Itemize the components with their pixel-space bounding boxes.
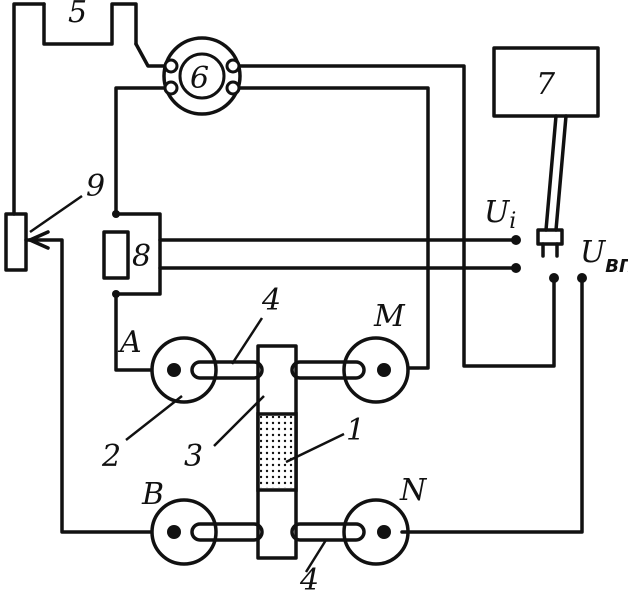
label-ui: Ui [484, 195, 516, 234]
label-B: B [141, 477, 164, 512]
label-lamp: 6 [190, 61, 209, 96]
wire-lamp-to-resistor [114, 86, 166, 216]
wire-resistor-to-A [114, 292, 162, 372]
wire-N-to-uvp [400, 278, 584, 534]
electrode-M [342, 336, 410, 404]
electrode-A [150, 336, 218, 404]
meter-cable-2 [554, 114, 568, 232]
uvp-terminal-right[interactable] [577, 273, 587, 283]
label-clamp-bottom: 4 [299, 563, 319, 592]
meter-7 [492, 46, 600, 118]
leader-2 [125, 395, 183, 441]
electrode-A-center [167, 363, 181, 377]
wire-lamp-to-uvp [238, 64, 556, 368]
electrode-M-center [377, 363, 391, 377]
ui-terminal-bottom[interactable] [511, 263, 521, 273]
label-N: N [399, 473, 428, 508]
label-meter: 7 [536, 67, 556, 102]
meter-cable-1 [544, 114, 558, 232]
label-A: A [117, 325, 142, 360]
ui-terminal-top[interactable] [511, 235, 521, 245]
label-uvp: UВП [580, 235, 628, 277]
leader-4-top [230, 317, 264, 365]
label-M: M [373, 299, 406, 334]
electrode-B-center [167, 525, 181, 539]
meter-plug [536, 228, 564, 246]
node-top [112, 210, 120, 218]
leader-1 [285, 432, 345, 464]
lamp-6 [162, 36, 242, 116]
wire-lamp-to-M [238, 86, 430, 370]
wire-left-outer [12, 2, 46, 216]
clamp-M [290, 360, 366, 380]
wire-rheostat-to-B [24, 238, 158, 534]
leader-9 [29, 194, 83, 234]
sample-texture [260, 416, 294, 488]
wire-top-to-lamp [134, 42, 166, 68]
uvp-terminal-left[interactable] [549, 273, 559, 283]
rheostat-9 [4, 212, 28, 272]
clamp-A [190, 360, 264, 380]
plug-pins [541, 242, 559, 258]
leader-3 [213, 395, 265, 447]
electrode-N-center [377, 525, 391, 539]
resistor-8 [102, 230, 130, 280]
electrode-B [150, 498, 218, 566]
leader-4-bottom [304, 539, 328, 573]
label-sample: 1 [346, 413, 365, 448]
resistor-loop [114, 212, 162, 296]
label-rheostat: 9 [86, 169, 105, 204]
top-box-5 [42, 2, 138, 46]
label-top-box: 5 [68, 0, 87, 30]
label-holder: 3 [184, 439, 203, 474]
label-clamp-top: 4 [261, 283, 281, 318]
label-resistor: 8 [132, 239, 151, 274]
clamp-N [290, 522, 366, 542]
label-electrode: 2 [101, 439, 121, 474]
electrode-N [342, 498, 410, 566]
clamp-B [190, 522, 264, 542]
rheostat-arrow [28, 230, 50, 250]
